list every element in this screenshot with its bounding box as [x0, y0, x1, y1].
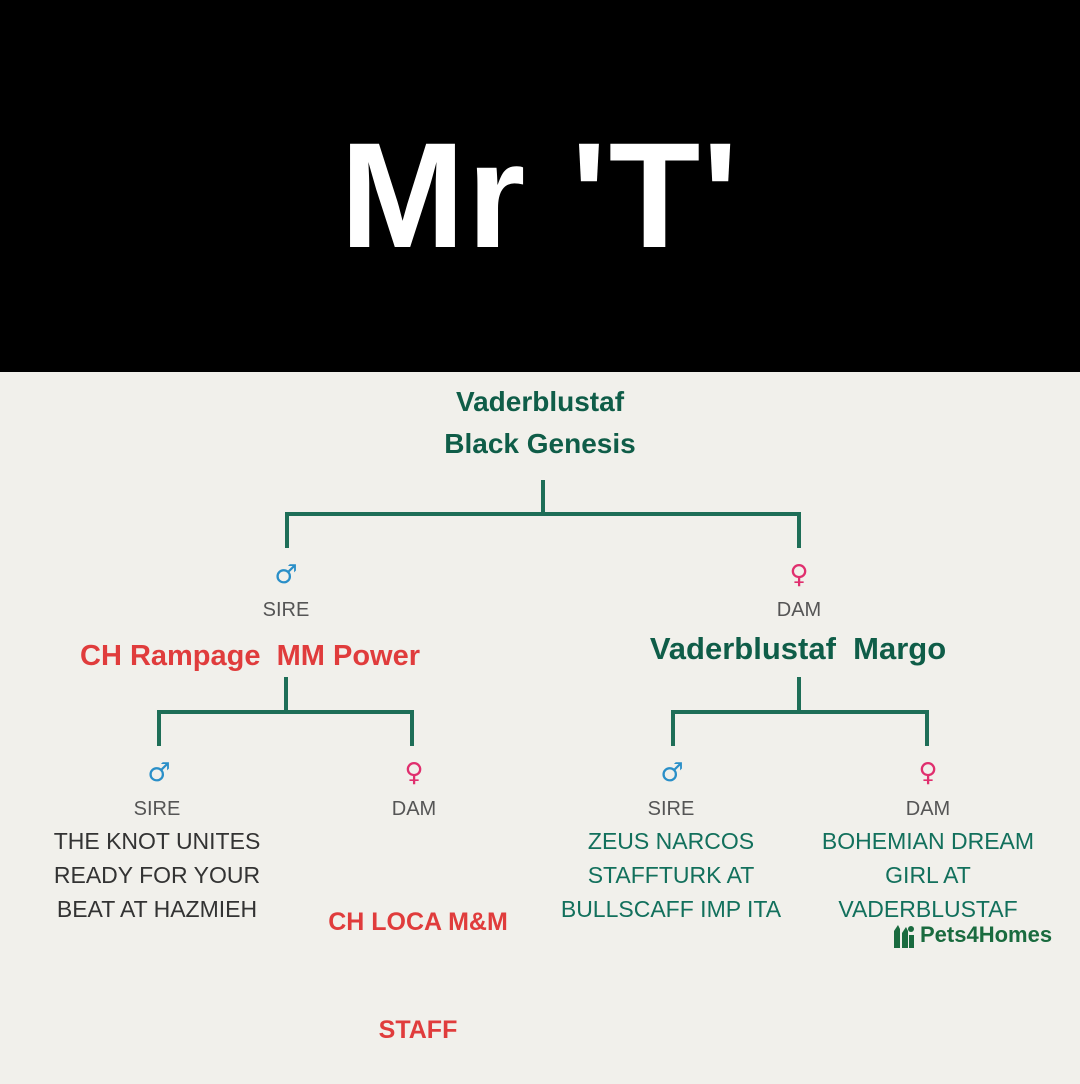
paternal-granddam-name: CH LOCA M&M STAFF: [288, 832, 548, 1084]
paternal-grandsire-name: THE KNOT UNITES READY FOR YOUR BEAT AT H…: [17, 824, 297, 926]
title-banner: Mr 'T': [0, 0, 1080, 372]
connector-dam-parents-horizontal: [671, 710, 929, 714]
paternal-grandsire-line3: BEAT AT HAZMIEH: [56, 896, 258, 922]
subject-name-line1: Vaderblustaf: [455, 386, 625, 417]
paternal-grandsire-line2: READY FOR YOUR: [53, 862, 261, 888]
dam-role-label: DAM: [776, 599, 822, 621]
connector-to-sire: [285, 512, 289, 548]
connector-to-paternal-granddam: [410, 710, 414, 746]
paternal-grandsire-line1: THE KNOT UNITES: [53, 828, 261, 854]
pets4homes-watermark: Pets4Homes: [892, 918, 1072, 952]
connector-subject-down: [541, 480, 545, 514]
connector-sire-down: [284, 677, 288, 712]
sire-name: CH Rampage MM Power: [80, 640, 420, 672]
male-symbol-icon: ♂: [147, 758, 171, 788]
maternal-granddam-line2: GIRL AT: [885, 862, 971, 888]
dam-name: Vaderblustaf Margo: [649, 631, 947, 666]
pedigree-tree: [0, 372, 1080, 964]
connector-parents-horizontal: [285, 512, 801, 516]
connector-to-maternal-grandsire: [671, 710, 675, 746]
maternal-grandsire-line3: BULLSCAFF IMP ITA: [560, 896, 782, 922]
female-symbol-icon: ♀: [404, 758, 424, 788]
maternal-granddam-name: BOHEMIAN DREAM GIRL AT VADERBLUSTAF: [808, 824, 1048, 926]
page-title: Mr 'T': [340, 111, 740, 279]
male-symbol-icon: ♂: [660, 758, 684, 788]
paternal-grandsire-role-label: SIRE: [133, 798, 181, 820]
pets4homes-logo-icon: [894, 925, 914, 948]
maternal-granddam-line3: VADERBLUSTAF: [838, 896, 1018, 922]
paternal-granddam-role-label: DAM: [391, 798, 437, 820]
male-symbol-icon: ♂: [274, 560, 298, 590]
connector-to-dam: [797, 512, 801, 548]
connector-dam-down: [797, 677, 801, 712]
maternal-grandsire-line1: ZEUS NARCOS: [587, 828, 755, 854]
sire-role-label: SIRE: [262, 599, 310, 621]
connector-sire-parents-horizontal: [157, 710, 414, 714]
subject-name-line2: Black Genesis: [444, 428, 636, 459]
watermark-text: Pets4Homes: [920, 922, 1053, 947]
maternal-granddam-line1: BOHEMIAN DREAM: [821, 828, 1035, 854]
female-symbol-icon: ♀: [918, 758, 938, 788]
connector-to-paternal-grandsire: [157, 710, 161, 746]
maternal-grandsire-line2: STAFFTURK AT: [587, 862, 755, 888]
paternal-granddam-line1: CH LOCA M&M: [328, 908, 508, 936]
female-symbol-icon: ♀: [789, 560, 809, 590]
connector-to-maternal-granddam: [925, 710, 929, 746]
maternal-grandsire-role-label: SIRE: [647, 798, 695, 820]
maternal-granddam-role-label: DAM: [905, 798, 951, 820]
paternal-granddam-line2: STAFF: [378, 1016, 458, 1044]
maternal-grandsire-name: ZEUS NARCOS STAFFTURK AT BULLSCAFF IMP I…: [540, 824, 802, 926]
